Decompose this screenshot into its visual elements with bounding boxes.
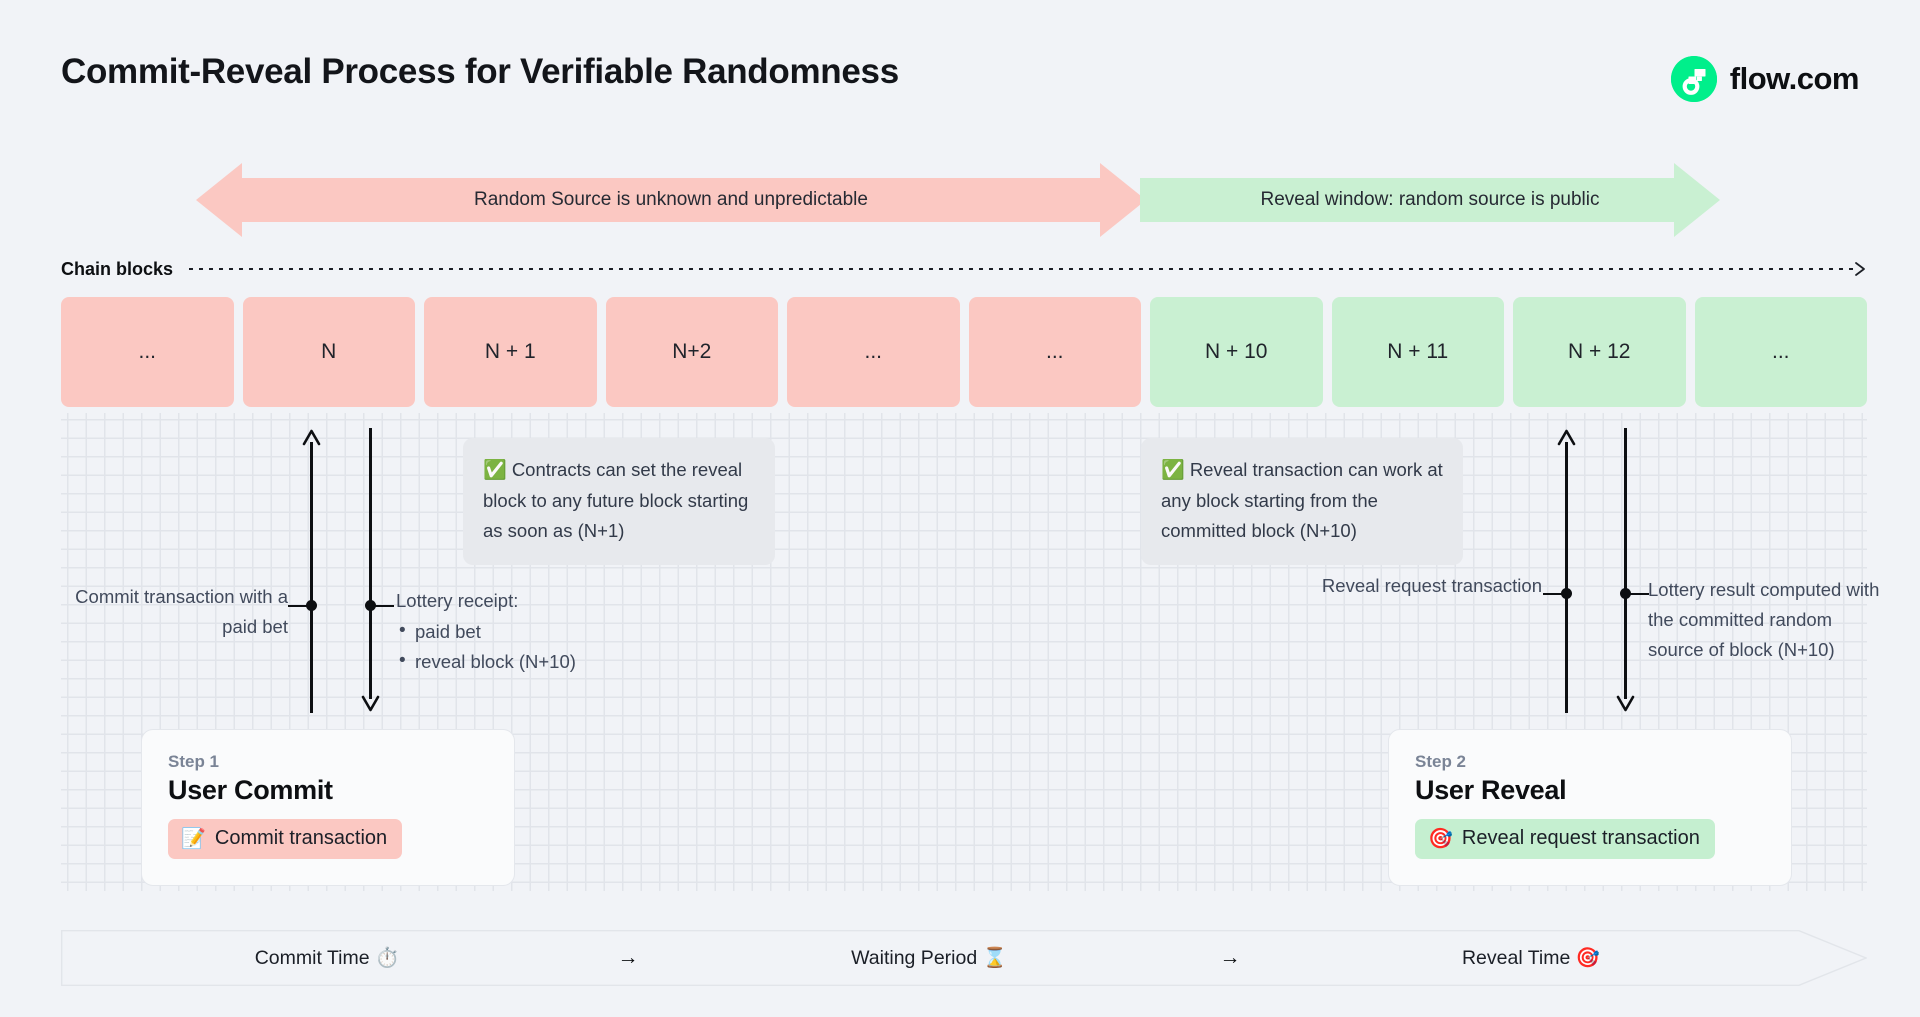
list-item: reveal block (N+10): [396, 646, 676, 677]
step-kicker: Step 1: [168, 752, 220, 771]
annotation-lottery-result: Lottery result computed with the committ…: [1648, 579, 1880, 660]
phase-timeline: Commit Time ⏱️ → Waiting Period ⌛ → Reve…: [61, 930, 1867, 986]
hourglass-icon: ⌛: [982, 947, 1007, 969]
timeline-label: Waiting Period: [851, 947, 978, 969]
block-cell: N+2: [605, 297, 778, 407]
step-badge-commit-transaction[interactable]: 📝 Commit transaction: [168, 819, 403, 859]
block-cell: N + 1: [424, 297, 597, 407]
banner-label: Random Source is unknown and unpredictab…: [474, 189, 868, 210]
arrow-down-icon: [361, 695, 380, 712]
chain-blocks-row: ... N N + 1 N+2 ... ... N + 10 N + 11 N …: [61, 297, 1867, 407]
timeline-item-reveal-time: Reveal Time 🎯: [1265, 946, 1797, 970]
block-cell: ...: [787, 297, 960, 407]
arrow-right-icon: →: [617, 946, 639, 969]
phase-banner-row: Random Source is unknown and unpredictab…: [0, 160, 1920, 240]
step-kicker: Step 2: [1415, 752, 1467, 771]
banner-reveal-window: Reveal window: random source is public: [1140, 160, 1720, 240]
arrow-down-icon: [1616, 695, 1635, 712]
lottery-receipt-list: paid bet reveal block (N+10): [396, 616, 676, 677]
step-badge-label: Reveal request transaction: [1461, 827, 1700, 849]
flow-logo-icon: [1670, 56, 1717, 102]
page-title: Commit-Reveal Process for Verifiable Ran…: [61, 52, 899, 91]
callout-reveal-transaction-window: ✅ Reveal transaction can work at any blo…: [1141, 438, 1463, 565]
callout-text: Contracts can set the reveal block to an…: [483, 459, 749, 541]
memo-icon: 📝: [181, 828, 206, 850]
block-cell: ...: [61, 297, 234, 407]
arrow-up-icon: [302, 429, 321, 446]
block-cell: ...: [1694, 297, 1867, 407]
timeline-label: Reveal Time: [1461, 947, 1571, 969]
timeline-arrow-shape: [61, 930, 1867, 986]
stopwatch-icon: ⏱️: [374, 947, 400, 969]
annotation-lottery-receipt: Lottery receipt: paid bet reveal block (…: [396, 586, 676, 677]
chain-blocks-header: Chain blocks: [61, 256, 1867, 282]
block-cell: ...: [968, 297, 1141, 407]
connector-lottery-result: [1616, 428, 1649, 713]
brand-logo: flow.com: [1670, 56, 1860, 102]
callout-contracts-reveal-block: ✅ Contracts can set the reveal block to …: [463, 438, 775, 565]
step-badge-reveal-request-transaction[interactable]: 🎯 Reveal request transaction: [1415, 819, 1715, 859]
banner-random-source: Random Source is unknown and unpredictab…: [196, 160, 1146, 240]
list-item: paid bet: [396, 616, 676, 647]
chain-timeline-dotted-line: [189, 262, 1867, 276]
lottery-receipt-title: Lottery receipt:: [396, 590, 519, 611]
timeline-item-commit-time: Commit Time ⏱️: [61, 946, 593, 970]
banner-label: Reveal window: random source is public: [1260, 189, 1600, 210]
block-cell: N + 11: [1331, 297, 1504, 407]
connector-lottery-receipt: [361, 428, 394, 713]
chevron-right-icon: [1855, 262, 1865, 276]
connector-reveal-request: [1543, 428, 1576, 713]
step-card-user-reveal: Step 2 User Reveal 🎯 Reveal request tran…: [1388, 729, 1792, 886]
timeline-label: Commit Time: [254, 947, 370, 969]
annotation-commit-transaction: Commit transaction with a paid bet: [75, 586, 288, 637]
annotation-reveal-request: Reveal request transaction: [1321, 575, 1542, 596]
check-icon: ✅: [1161, 460, 1185, 481]
connector-commit-transaction: [288, 428, 321, 713]
arrow-right-icon: →: [1219, 946, 1241, 969]
step-card-user-commit: Step 1 User Commit 📝 Commit transaction: [141, 729, 515, 886]
block-cell: N + 12: [1513, 297, 1686, 407]
check-icon: ✅: [483, 460, 507, 481]
step-title: User Reveal: [1415, 775, 1567, 805]
arrow-up-icon: [1557, 429, 1576, 446]
target-icon: 🎯: [1428, 828, 1453, 850]
block-cell: N: [242, 297, 415, 407]
step-title: User Commit: [168, 775, 333, 805]
brand-name: flow.com: [1729, 61, 1860, 96]
step-badge-label: Commit transaction: [214, 827, 388, 849]
target-icon: 🎯: [1575, 947, 1601, 969]
timeline-item-waiting-period: Waiting Period ⌛: [663, 946, 1195, 970]
chain-blocks-label: Chain blocks: [61, 258, 174, 279]
callout-text: Reveal transaction can work at any block…: [1161, 459, 1443, 541]
block-cell: N + 10: [1150, 297, 1323, 407]
